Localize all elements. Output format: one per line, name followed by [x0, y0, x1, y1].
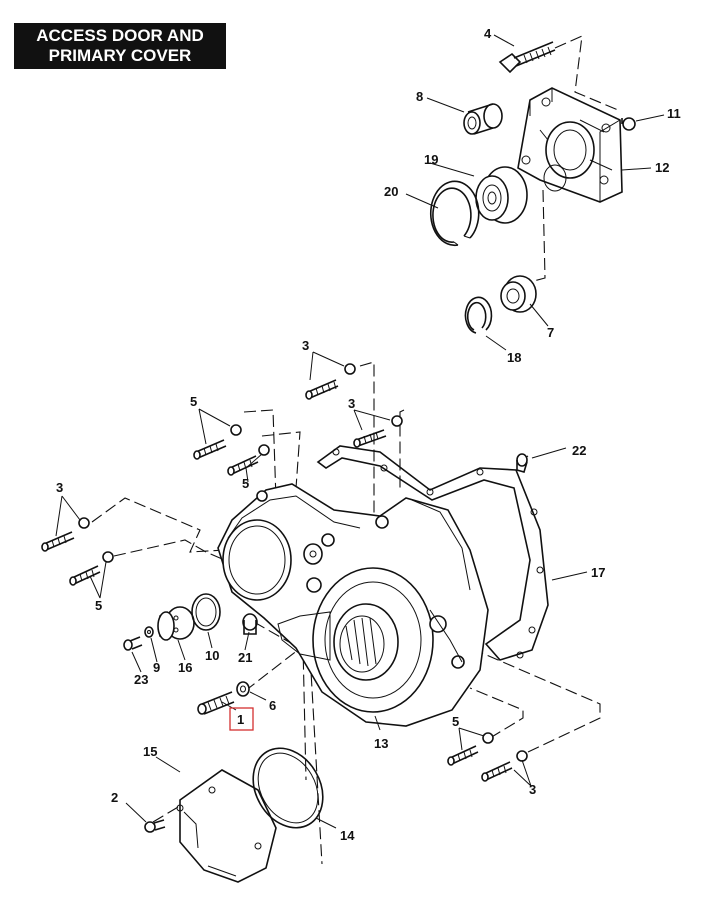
dowel-part-22[interactable] — [516, 453, 528, 473]
bolt-washer-part-3-upper[interactable] — [305, 363, 356, 400]
bolt-washer-part-5-left[interactable] — [69, 551, 114, 586]
o-ring-part-14[interactable] — [239, 736, 336, 841]
callout-20: 20 — [384, 184, 398, 199]
alignment-line-3-upper — [359, 361, 375, 520]
callout-15: 15 — [143, 744, 157, 759]
diagram-title: ACCESS DOOR AND PRIMARY COVER — [14, 23, 226, 69]
callout-4: 4 — [484, 26, 492, 41]
alignment-line-6 — [244, 644, 307, 781]
access-door-part-15[interactable] — [176, 769, 277, 883]
bolt-washer-part-5-upper[interactable] — [193, 424, 242, 460]
callout-17: 17 — [591, 565, 605, 580]
alignment-line-3-lower — [474, 649, 601, 753]
callout-8: 8 — [416, 89, 423, 104]
leader-lines — [55, 34, 665, 829]
o-ring-part-10[interactable] — [191, 593, 221, 631]
callout-16: 16 — [178, 660, 192, 675]
callout-2: 2 — [111, 790, 118, 805]
callout-5-upper: 5 — [190, 394, 197, 409]
screw-part-2[interactable] — [144, 819, 166, 833]
callout-labels: 4 8 11 12 19 20 7 18 3 3 5 5 3 5 22 17 9… — [56, 26, 681, 843]
callout-3-left: 3 — [56, 480, 63, 495]
alignment-line-3-right — [399, 409, 405, 490]
bearing-part-7[interactable] — [500, 275, 537, 313]
callout-19: 19 — [424, 152, 438, 167]
retaining-ring-part-20[interactable] — [429, 180, 480, 247]
callout-12: 12 — [655, 160, 669, 175]
callout-9: 9 — [153, 660, 160, 675]
title-line-2: PRIMARY COVER — [48, 46, 192, 65]
callout-13: 13 — [374, 736, 388, 751]
bearing-part-19[interactable] — [475, 166, 528, 224]
callout-6: 6 — [269, 698, 276, 713]
washer-part-9[interactable] — [144, 626, 154, 638]
bolt-washer-part-3-right[interactable] — [353, 415, 403, 448]
callout-11: 11 — [667, 106, 681, 121]
callout-22: 22 — [572, 443, 586, 458]
dowel-part-11[interactable] — [621, 117, 636, 131]
alignment-line-5-upper — [243, 409, 277, 501]
cap-part-16[interactable] — [157, 606, 195, 641]
bearing-housing-assembly — [429, 35, 636, 334]
retaining-ring-part-18[interactable] — [464, 296, 493, 334]
alignment-line-bearing — [529, 189, 546, 283]
callout-1-highlight-box — [229, 707, 254, 731]
alignment-line-5-mid — [261, 431, 301, 489]
callout-21: 21 — [238, 650, 252, 665]
callout-7: 7 — [547, 325, 554, 340]
bolt-washer-part-5-lower[interactable] — [447, 732, 494, 766]
washer-part-6[interactable] — [236, 681, 250, 697]
primary-cover-part-13[interactable] — [217, 483, 489, 727]
title-line-1: ACCESS DOOR AND — [36, 26, 204, 45]
bushing-part-8[interactable] — [463, 103, 503, 135]
callout-1: 1 — [237, 712, 244, 727]
callout-5-mid: 5 — [242, 476, 249, 491]
bolt-part-1[interactable] — [197, 691, 235, 715]
callout-14: 14 — [340, 828, 355, 843]
callout-5-left: 5 — [95, 598, 102, 613]
callout-5-lower: 5 — [452, 714, 459, 729]
housing-part-12[interactable] — [517, 87, 623, 203]
bolt-washer-part-5-mid[interactable] — [227, 444, 270, 476]
screw-part-23[interactable] — [123, 636, 143, 651]
callout-10: 10 — [205, 648, 219, 663]
bolt-part-4[interactable] — [498, 41, 556, 74]
alignment-line-5-lower — [469, 687, 524, 739]
callout-3-right: 3 — [348, 396, 355, 411]
bolt-washer-part-3-left[interactable] — [41, 517, 90, 552]
callout-3-upper: 3 — [302, 338, 309, 353]
callout-18: 18 — [507, 350, 521, 365]
callout-3-lower: 3 — [529, 782, 536, 797]
alignment-line-top — [554, 35, 619, 111]
plug-part-21[interactable] — [242, 613, 258, 635]
callout-23: 23 — [134, 672, 148, 687]
primary-cover-assembly — [41, 361, 601, 883]
gasket-part-17[interactable] — [316, 445, 549, 661]
